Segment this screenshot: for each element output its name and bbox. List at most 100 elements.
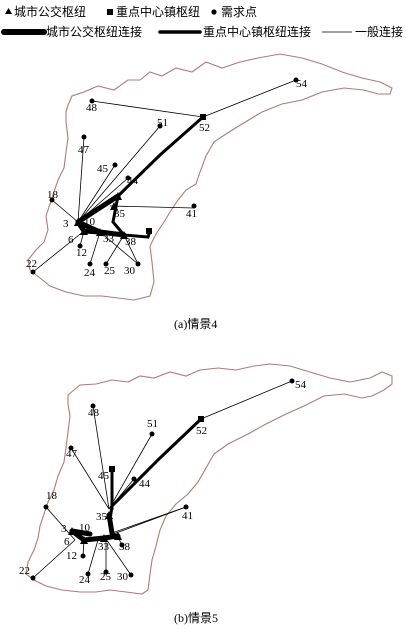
node-label-54: 54 — [295, 379, 307, 391]
node-label-22: 22 — [19, 565, 30, 577]
legend-key-town-hub-icon — [107, 9, 113, 15]
demand-point — [103, 569, 109, 575]
city-hubs — [74, 192, 128, 239]
node-label-30: 30 — [117, 571, 129, 583]
demand-points — [30, 378, 295, 581]
demand-point — [90, 403, 96, 409]
node-label-10: 10 — [79, 522, 91, 534]
node-label-22: 22 — [26, 258, 37, 270]
key-town-hub — [200, 114, 206, 120]
node-label-52: 52 — [196, 425, 207, 437]
key-town-hub — [109, 466, 115, 472]
node-label-47: 47 — [66, 448, 78, 460]
node-label-35: 35 — [114, 208, 126, 220]
node-label-45: 45 — [97, 163, 109, 175]
legend-key-town-hub-label: 重点中心镇枢纽 — [116, 4, 200, 19]
node-label-25: 25 — [104, 265, 116, 277]
demand-point — [191, 203, 197, 209]
node-label-3: 3 — [63, 218, 69, 230]
demand-point — [103, 261, 109, 267]
map-scenario-5: 54 48 51 52 47 45 44 18 35 41 3 10 6 33 … — [19, 363, 393, 595]
node-label-33: 33 — [103, 233, 115, 245]
node-label-45: 45 — [98, 470, 110, 482]
city-hub — [80, 536, 88, 544]
node-label-18: 18 — [46, 490, 58, 502]
legend-demand-point-label: 需求点 — [221, 5, 257, 19]
city-hub — [120, 231, 128, 239]
demand-point — [30, 269, 36, 275]
caption-scenario-4: (a)情景4 — [174, 317, 217, 331]
legend-key-town-link-label: 重点中心镇枢纽连接 — [203, 24, 311, 39]
demand-point — [135, 261, 141, 267]
node-label-33: 33 — [98, 541, 110, 553]
legend-city-hub-link-label: 城市公交枢纽连接 — [46, 24, 142, 39]
demand-point — [183, 504, 189, 510]
node-label-25: 25 — [100, 571, 112, 583]
legend-demand-point-icon — [211, 9, 217, 15]
node-label-24: 24 — [84, 267, 96, 279]
node-label-12: 12 — [66, 550, 77, 562]
node-label-38: 38 — [125, 236, 137, 248]
key-town-hub — [198, 416, 204, 422]
city-hub — [105, 511, 113, 519]
node-label-52: 52 — [199, 122, 210, 134]
city-hub — [110, 202, 118, 210]
node-label-12: 12 — [76, 247, 87, 259]
city-hub — [114, 192, 122, 200]
demand-point — [68, 445, 74, 451]
demand-point — [49, 197, 55, 203]
city-hub — [100, 534, 108, 542]
demand-point — [77, 243, 83, 249]
node-label-38: 38 — [119, 541, 131, 553]
node-label-35: 35 — [96, 511, 108, 523]
node-label-6: 6 — [68, 234, 74, 246]
node-label-44: 44 — [127, 175, 139, 187]
demand-point — [157, 123, 163, 129]
node-label-48: 48 — [88, 407, 100, 419]
general-links — [32, 79, 297, 273]
demand-point — [89, 98, 95, 104]
key-town-hubs — [146, 114, 206, 234]
region-boundary — [25, 363, 393, 595]
region-boundary — [27, 53, 393, 301]
demand-points — [30, 77, 299, 275]
city-hub — [96, 228, 104, 236]
demand-point — [131, 476, 137, 482]
city-hub — [74, 218, 82, 226]
node-label-51: 51 — [157, 117, 168, 129]
demand-point — [119, 542, 125, 548]
demand-point — [87, 261, 93, 267]
city-hub — [80, 227, 88, 235]
general-links — [32, 380, 293, 579]
demand-point — [293, 77, 299, 83]
caption-scenario-5: (b)情景5 — [174, 611, 218, 625]
demand-point — [80, 553, 86, 559]
legend-city-hub-label: 城市公交枢纽 — [14, 4, 86, 19]
node-label-48: 48 — [86, 102, 98, 114]
node-label-51: 51 — [147, 418, 158, 430]
node-label-44: 44 — [139, 478, 151, 490]
demand-point — [81, 134, 87, 140]
demand-point — [30, 575, 36, 581]
node-label-18: 18 — [47, 189, 59, 201]
city-hub — [68, 527, 76, 535]
demand-point — [43, 504, 49, 510]
legend: 城市公交枢纽 重点中心镇枢纽 需求点 城市公交枢纽连接 重点中心镇枢纽连接 一般… — [1, 4, 403, 39]
demand-point — [112, 162, 118, 168]
legend-city-hub-icon — [5, 8, 12, 14]
map-scenario-4: 54 48 51 52 47 45 44 18 35 41 3 10 6 33 … — [26, 53, 393, 301]
demand-point — [125, 175, 131, 181]
node-labels: 54 48 51 52 47 45 44 18 35 41 3 10 6 33 … — [19, 379, 307, 586]
legend-general-link-label: 一般连接 — [355, 24, 403, 39]
node-label-41: 41 — [182, 510, 193, 522]
node-label-24: 24 — [79, 574, 91, 586]
node-label-30: 30 — [124, 265, 136, 277]
key-town-hubs — [109, 416, 204, 472]
node-label-6: 6 — [64, 536, 70, 548]
node-label-54: 54 — [296, 78, 308, 90]
key-town-hub — [146, 228, 152, 234]
demand-point — [128, 572, 134, 578]
node-label-41: 41 — [186, 208, 197, 220]
city-hub — [114, 532, 122, 540]
demand-point — [149, 431, 155, 437]
